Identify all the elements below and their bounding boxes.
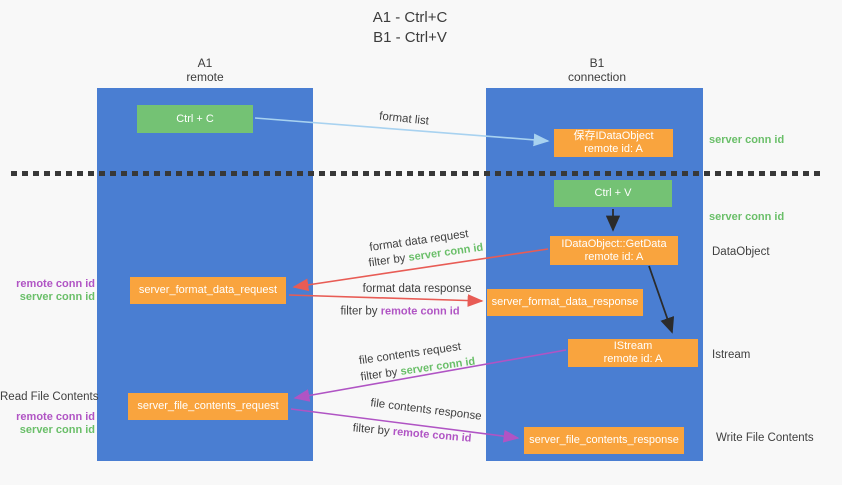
read-file-contents-label: Read File Contents — [0, 391, 99, 403]
remote-conn-id-label-2: remote conn id — [16, 411, 95, 423]
server-conn-id-left-label-1: server conn id — [19, 291, 95, 303]
filter-keyword-4: remote conn id — [392, 425, 472, 445]
save-dataobject-box: 保存IDataObject remote id: A — [554, 129, 673, 157]
format-data-response-label: format data response — [362, 283, 472, 295]
left-conn-id-group-1: remote conn id server conn id — [5, 278, 95, 304]
filter-keyword-2: remote conn id — [380, 305, 460, 318]
server-file-contents-response-label: server_file_contents_response — [529, 434, 679, 446]
ctrl-c-box: Ctrl + C — [137, 105, 253, 133]
left-column-subtitle: remote — [186, 70, 224, 84]
server-format-data-request-box: server_format_data_request — [130, 277, 286, 304]
filter-by-remote-conn-id-label-1: filter by remote conn id — [340, 306, 459, 319]
right-column-subtitle: connection — [567, 70, 627, 84]
ctrl-c-label: Ctrl + C — [176, 112, 214, 125]
istream-line2: remote id: A — [603, 353, 663, 365]
server-conn-id-left-label-2: server conn id — [19, 424, 95, 436]
save-dataobject-line2: remote id: A — [584, 143, 643, 155]
server-file-contents-request-label: server_file_contents_request — [137, 400, 279, 412]
filter-prefix-1: filter by — [367, 251, 410, 270]
dotted-separator-line — [11, 171, 825, 176]
remote-conn-id-label-1: remote conn id — [16, 278, 95, 290]
server-conn-id-label-top: server conn id — [709, 134, 785, 146]
getdata-line1: IDataObject::GetData — [561, 237, 667, 250]
getdata-line2: remote id: A — [584, 250, 644, 263]
dataobject-label: DataObject — [712, 246, 770, 258]
istream-side-label: Istream — [712, 349, 751, 361]
server-format-data-request-label: server_format_data_request — [138, 284, 278, 296]
left-column-name: A1 — [197, 56, 213, 70]
left-conn-id-group-2: remote conn id server conn id — [5, 411, 95, 437]
getdata-box: IDataObject::GetData remote id: A — [550, 236, 678, 265]
write-file-contents-label: Write File Contents — [716, 432, 814, 444]
ctrl-v-box: Ctrl + V — [554, 180, 672, 207]
server-conn-id-label-mid: server conn id — [709, 211, 785, 223]
filter-by-remote-conn-id-label-2: filter by remote conn id — [352, 422, 472, 445]
format-data-response-arrow — [288, 294, 484, 307]
file-contents-response-label: file contents response — [369, 397, 483, 423]
diagram-title: A1 - Ctrl+C B1 - Ctrl+V — [310, 8, 510, 48]
right-column-name: B1 — [589, 56, 605, 70]
server-format-data-response-box: server_format_data_response — [487, 289, 643, 316]
format-list-label: format list — [378, 110, 430, 128]
server-file-contents-response-box: server_file_contents_response — [524, 427, 684, 454]
istream-line1: IStream — [613, 340, 653, 352]
title-line-1: A1 - Ctrl+C — [372, 9, 448, 26]
server-file-contents-request-box: server_file_contents_request — [128, 393, 288, 420]
ctrl-v-label: Ctrl + V — [594, 187, 632, 199]
server-format-data-response-label: server_format_data_response — [491, 296, 639, 308]
filter-prefix-4: filter by — [352, 422, 394, 438]
right-column-header: B1 connection — [547, 56, 647, 84]
istream-box: IStream remote id: A — [568, 339, 698, 367]
save-dataobject-line1: 保存IDataObject — [573, 130, 654, 142]
title-line-2: B1 - Ctrl+V — [373, 29, 447, 46]
left-column-header: A1 remote — [155, 56, 255, 84]
filter-prefix-2: filter by — [340, 305, 381, 318]
filter-prefix-3: filter by — [359, 365, 402, 384]
